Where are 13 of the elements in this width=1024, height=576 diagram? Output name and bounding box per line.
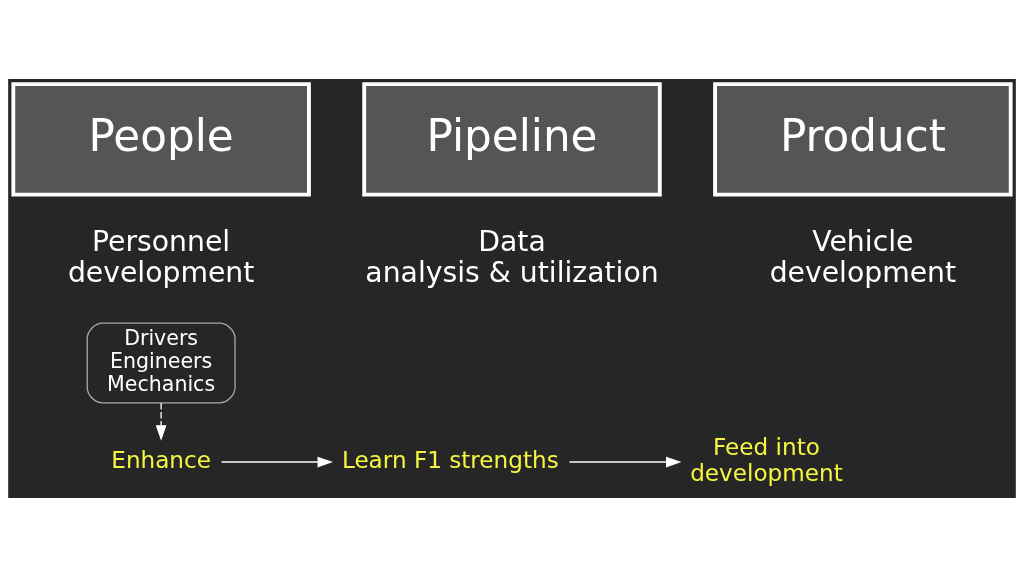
node-text: Learn F1 strengths — [341, 446, 559, 473]
arrow — [220, 456, 333, 467]
node-box: People — [11, 81, 311, 197]
node-box: Drivers Engineers Mechanics — [86, 322, 236, 404]
node-label: Vehicle development — [769, 224, 957, 289]
node-box: Pipeline — [362, 81, 662, 197]
arrow — [155, 401, 167, 441]
node-box: Product — [713, 81, 1013, 197]
node-label: Data analysis & utilization — [365, 224, 659, 289]
node-label: Personnel development — [67, 224, 255, 289]
node-text: Enhance — [111, 446, 211, 473]
node-text: Feed into development — [690, 433, 843, 486]
arrow — [568, 456, 682, 467]
